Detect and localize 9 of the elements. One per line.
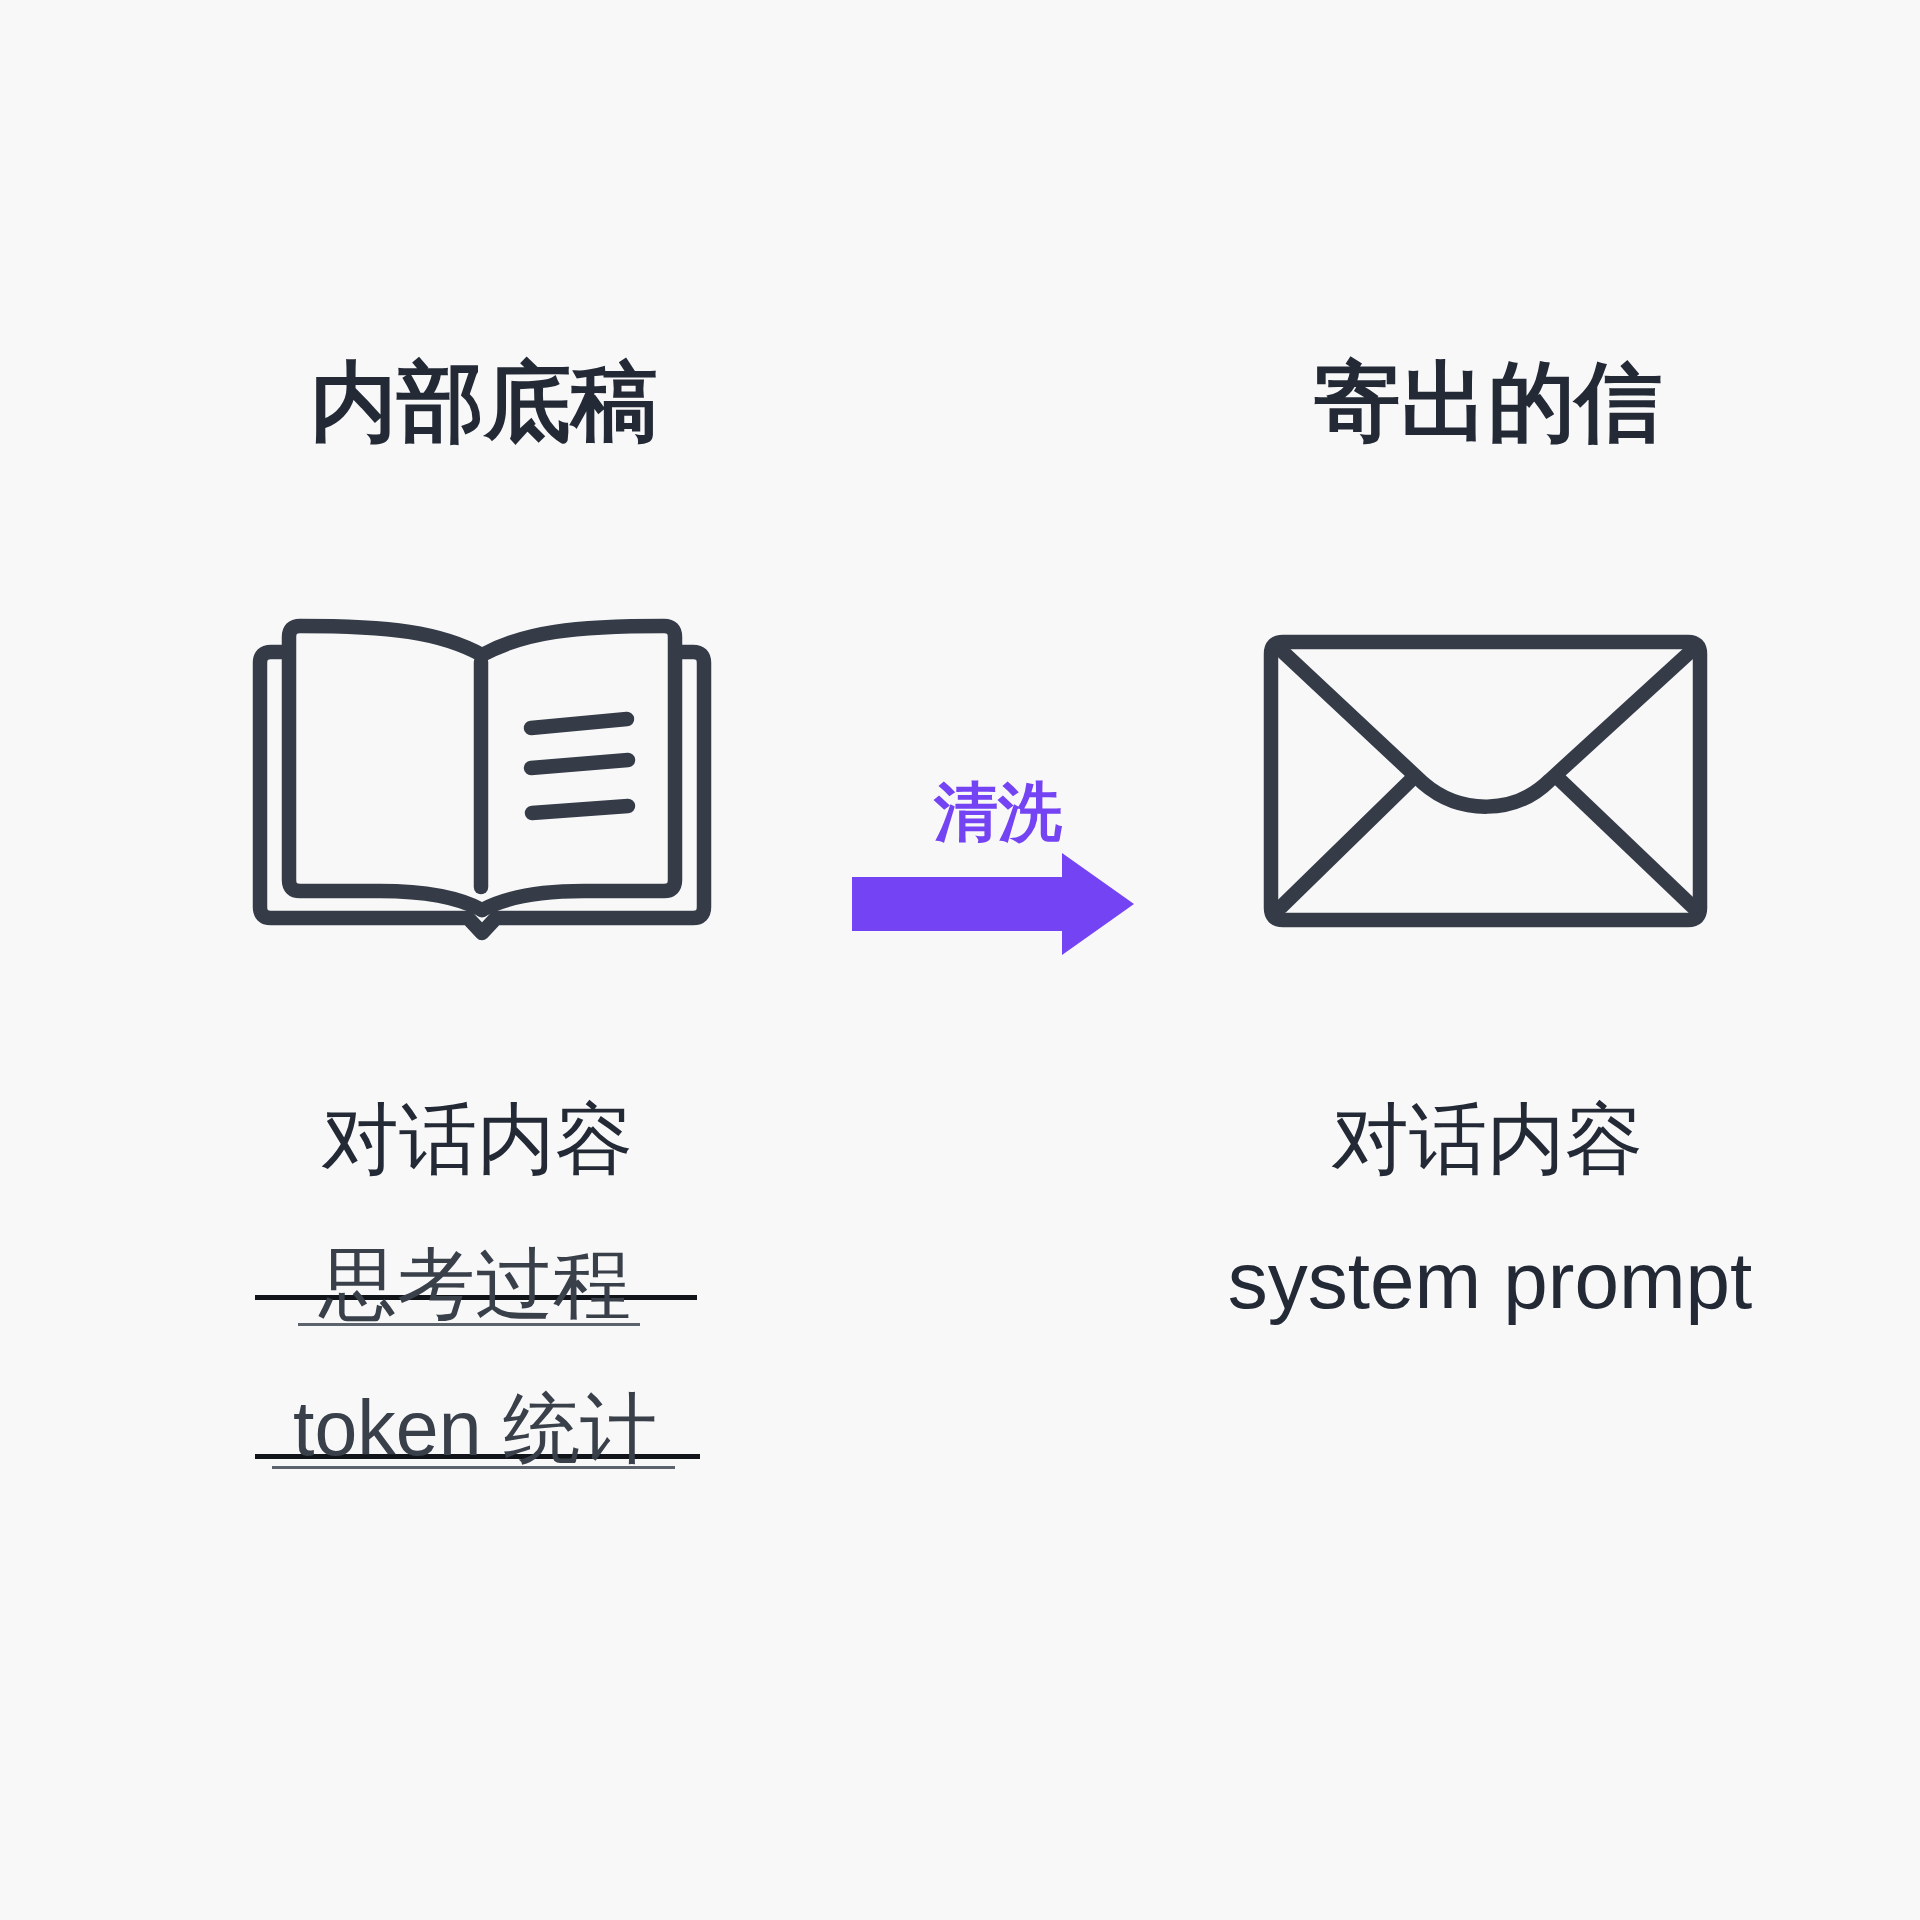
- block-arrow: [852, 853, 1134, 955]
- edge-label: 清洗: [934, 780, 1062, 844]
- struck-out-item: token 统计: [255, 1389, 700, 1469]
- book-icon: [252, 618, 712, 942]
- list-item: 对话内容: [321, 1100, 633, 1178]
- envelope-icon: [1262, 633, 1710, 930]
- column-heading: 寄出的信: [1314, 357, 1662, 445]
- list-item: 对话内容: [1331, 1100, 1643, 1178]
- column-heading: 内部底稿: [310, 357, 658, 445]
